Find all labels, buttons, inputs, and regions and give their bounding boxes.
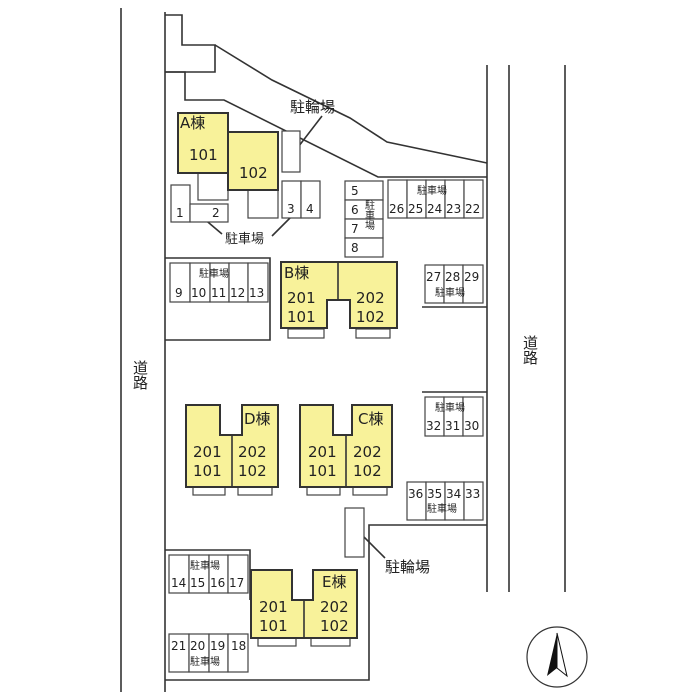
svg-text:20: 20 xyxy=(190,639,205,653)
svg-text:14: 14 xyxy=(171,576,186,590)
parking-33-36: 36 35 34 33 駐車場 xyxy=(406,481,484,521)
svg-text:5: 5 xyxy=(351,184,359,198)
north-arrow-icon xyxy=(526,626,588,688)
parking-18-21: 21 20 19 18 駐車場 xyxy=(168,633,249,673)
svg-text:駐車場: 駐車場 xyxy=(190,655,220,668)
svg-text:202: 202 xyxy=(353,443,382,461)
svg-text:19: 19 xyxy=(210,639,225,653)
svg-text:16: 16 xyxy=(210,576,225,590)
svg-text:29: 29 xyxy=(464,270,479,284)
building-c[interactable]: C棟 201 101 202 102 xyxy=(299,404,393,496)
svg-text:10: 10 xyxy=(191,286,206,300)
parking-9-13: 駐車場 9 10 11 12 13 xyxy=(169,262,269,303)
parking-5-8: 5 6 7 8 駐車場 xyxy=(344,180,384,258)
svg-text:8: 8 xyxy=(351,241,359,255)
svg-text:駐車場: 駐車場 xyxy=(417,184,447,197)
svg-text:31: 31 xyxy=(445,419,460,433)
building-a[interactable]: A棟 101 102 xyxy=(177,112,279,219)
svg-text:4: 4 xyxy=(306,202,314,216)
svg-text:12: 12 xyxy=(230,286,245,300)
svg-text:201: 201 xyxy=(259,598,288,616)
svg-text:27: 27 xyxy=(426,270,441,284)
svg-text:駐車場: 駐車場 xyxy=(199,267,229,280)
svg-text:駐車場: 駐車場 xyxy=(435,286,465,299)
road-lines xyxy=(120,8,566,692)
svg-text:1: 1 xyxy=(176,206,184,220)
svg-text:101: 101 xyxy=(287,308,316,326)
svg-text:24: 24 xyxy=(427,202,442,216)
svg-text:28: 28 xyxy=(445,270,460,284)
svg-text:36: 36 xyxy=(408,487,423,501)
bike-rack-north xyxy=(281,130,301,173)
parking-3-4: 3 4 xyxy=(281,180,321,219)
svg-text:102: 102 xyxy=(238,462,267,480)
svg-text:23: 23 xyxy=(446,202,461,216)
svg-text:D棟: D棟 xyxy=(244,410,271,428)
svg-text:201: 201 xyxy=(193,443,222,461)
svg-text:22: 22 xyxy=(465,202,480,216)
svg-text:201: 201 xyxy=(287,289,316,307)
svg-text:201: 201 xyxy=(308,443,337,461)
svg-text:101: 101 xyxy=(308,462,337,480)
svg-text:駐車場: 駐車場 xyxy=(435,401,465,414)
parking-27-29: 27 28 29 駐車場 xyxy=(424,264,484,304)
road-label-right: 道路 xyxy=(521,335,539,365)
svg-text:18: 18 xyxy=(231,639,246,653)
svg-text:13: 13 xyxy=(249,286,264,300)
svg-text:35: 35 xyxy=(427,487,442,501)
svg-text:駐車場: 駐車場 xyxy=(363,199,375,231)
svg-text:101: 101 xyxy=(193,462,222,480)
parking-22-26: 駐車場 26 25 24 23 22 xyxy=(387,179,484,219)
parking-1-2: 1 2 xyxy=(170,184,229,223)
bike-rack-south xyxy=(344,507,365,558)
svg-text:駐車場: 駐車場 xyxy=(190,559,220,572)
svg-text:15: 15 xyxy=(190,576,205,590)
svg-text:34: 34 xyxy=(446,487,461,501)
svg-text:26: 26 xyxy=(389,202,404,216)
svg-text:駐車場: 駐車場 xyxy=(427,502,457,515)
parking-label-a: 駐車場 xyxy=(225,232,264,247)
svg-text:30: 30 xyxy=(464,419,479,433)
svg-text:202: 202 xyxy=(320,598,349,616)
svg-text:101: 101 xyxy=(259,617,288,635)
svg-text:B棟: B棟 xyxy=(284,264,309,282)
building-d[interactable]: D棟 201 101 202 102 xyxy=(185,404,279,496)
svg-text:3: 3 xyxy=(287,202,295,216)
svg-text:32: 32 xyxy=(426,419,441,433)
bike-parking-label-north: 駐輪場 xyxy=(290,98,335,116)
svg-text:33: 33 xyxy=(465,487,480,501)
svg-text:25: 25 xyxy=(408,202,423,216)
building-name: A棟 xyxy=(180,114,205,132)
parking-30-32: 駐車場 32 31 30 xyxy=(424,396,484,437)
svg-text:17: 17 xyxy=(229,576,244,590)
bike-parking-label-south: 駐輪場 xyxy=(385,558,430,576)
svg-text:9: 9 xyxy=(175,286,183,300)
svg-text:2: 2 xyxy=(212,206,220,220)
svg-text:E棟: E棟 xyxy=(322,573,346,591)
road-label-left: 道路 xyxy=(131,360,149,390)
parking-14-17: 駐車場 14 15 16 17 xyxy=(168,554,249,594)
svg-text:7: 7 xyxy=(351,222,359,236)
building-e[interactable]: E棟 201 101 202 102 xyxy=(250,569,358,647)
unit-label: 102 xyxy=(239,164,268,182)
svg-text:202: 202 xyxy=(356,289,385,307)
svg-text:102: 102 xyxy=(353,462,382,480)
svg-text:21: 21 xyxy=(171,639,186,653)
svg-text:6: 6 xyxy=(351,203,359,217)
svg-text:202: 202 xyxy=(238,443,267,461)
svg-text:11: 11 xyxy=(211,286,226,300)
svg-text:102: 102 xyxy=(320,617,349,635)
unit-label: 101 xyxy=(189,146,218,164)
svg-text:C棟: C棟 xyxy=(358,410,383,428)
svg-text:102: 102 xyxy=(356,308,385,326)
building-b[interactable]: B棟 201 101 202 102 xyxy=(280,261,398,339)
